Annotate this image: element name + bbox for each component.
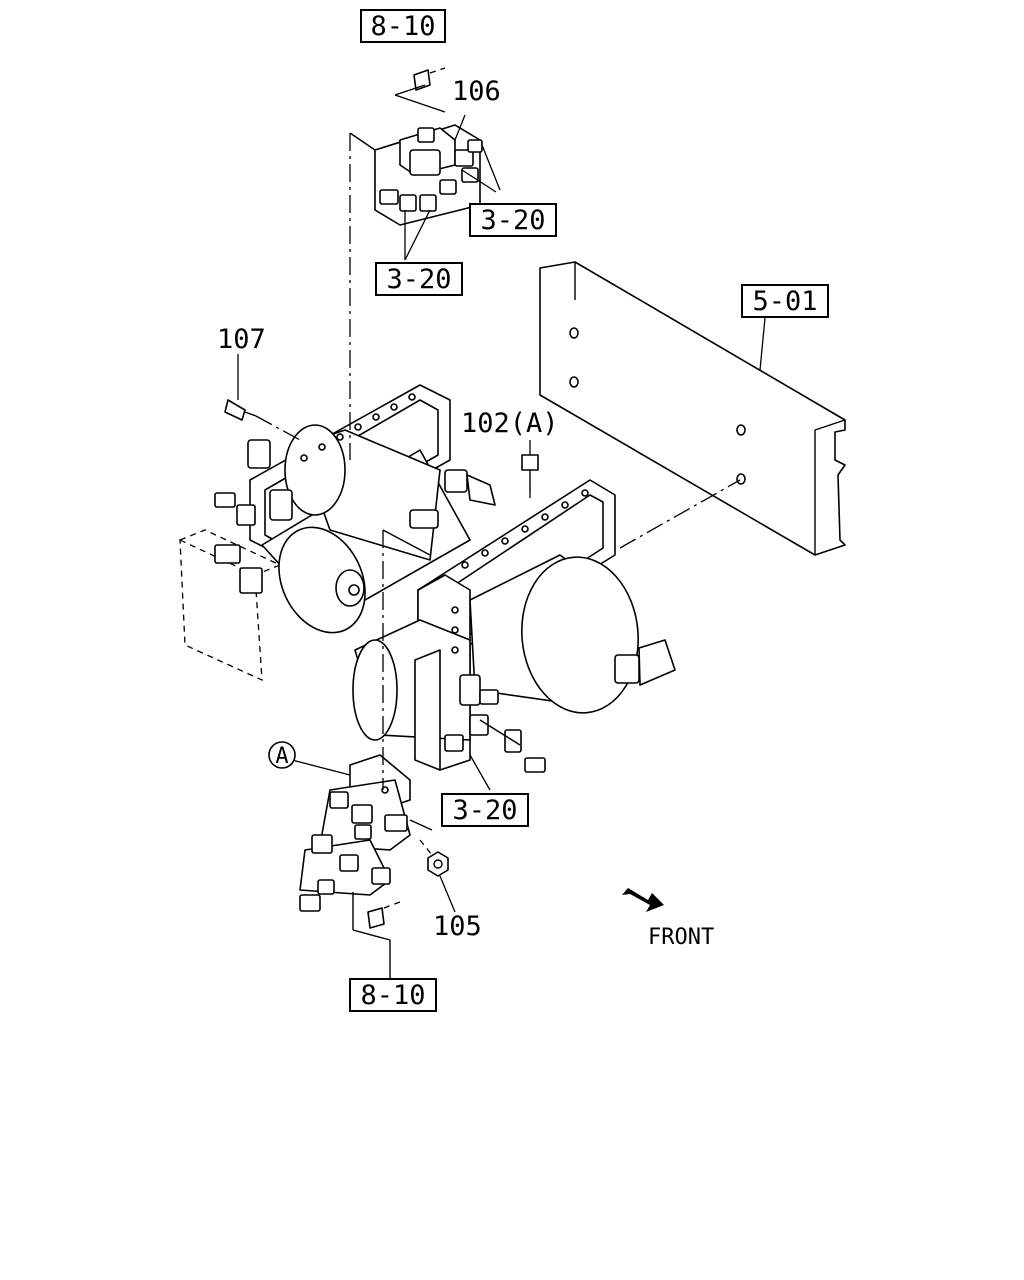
- ref-label-8-10-top: 8-10: [370, 11, 435, 42]
- ref-label-3-20-lower: 3-20: [452, 795, 517, 826]
- right-air-tank-assembly: [352, 454, 741, 791]
- ref-label-3-20-middle: 3-20: [386, 264, 451, 295]
- left-air-tank-assembly: [179, 384, 471, 682]
- part-number-106: 106: [452, 76, 501, 107]
- ref-box-3-20-upper: 3-20: [469, 203, 557, 237]
- frame-rail: [539, 261, 846, 556]
- ref-box-3-20-middle: 3-20: [375, 262, 463, 296]
- front-label: FRONT: [648, 925, 714, 950]
- ref-label-5-01: 5-01: [752, 286, 817, 317]
- callout-a-label: A: [275, 744, 288, 769]
- upper-valve-assembly: [349, 67, 501, 460]
- ref-box-3-20-lower: 3-20: [441, 793, 529, 827]
- ref-box-8-10-bottom: 8-10: [349, 978, 437, 1012]
- ref-box-8-10-top: 8-10: [360, 9, 446, 43]
- part-number-102a: 102(A): [461, 408, 559, 439]
- lower-valve-assembly: [291, 529, 456, 980]
- ref-label-3-20-upper: 3-20: [480, 205, 545, 236]
- part-number-105: 105: [433, 911, 482, 942]
- ref-label-8-10-bottom: 8-10: [360, 980, 425, 1011]
- front-direction-arrow-icon: [622, 888, 664, 912]
- callout-a-circle: A: [268, 741, 296, 769]
- part-number-107: 107: [217, 324, 266, 355]
- ref-box-5-01: 5-01: [741, 284, 829, 318]
